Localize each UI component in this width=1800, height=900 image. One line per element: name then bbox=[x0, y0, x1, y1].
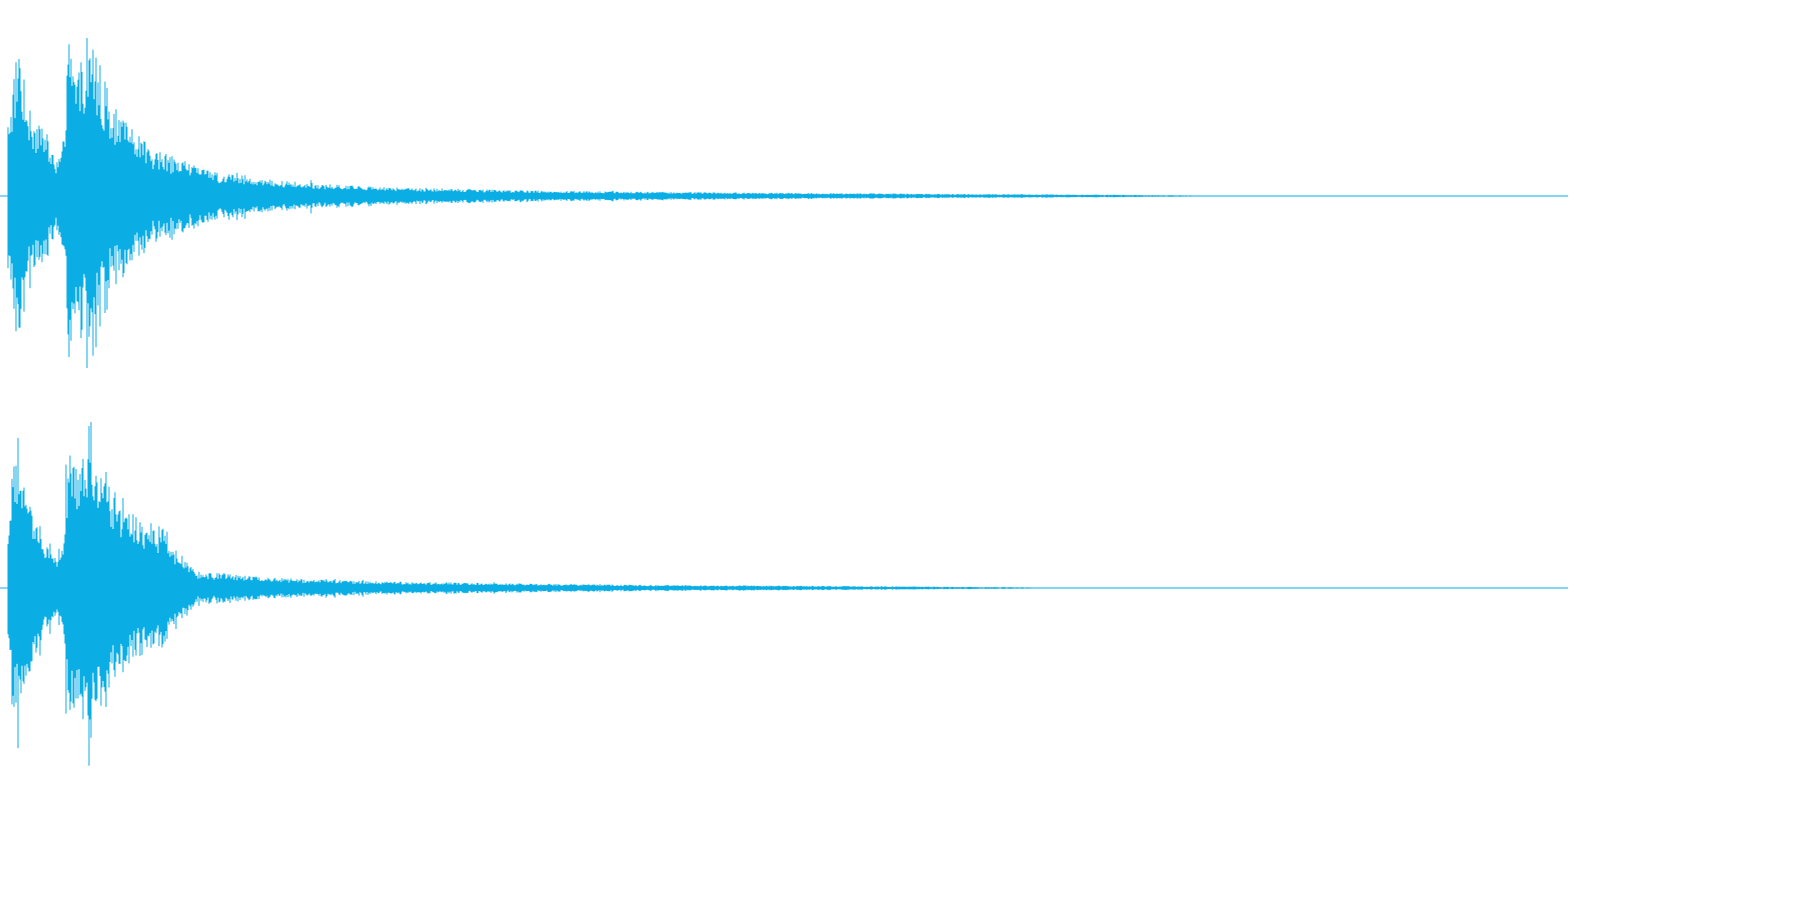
waveform-channel-2-svg bbox=[0, 422, 1568, 766]
waveform-channel-2 bbox=[0, 392, 1568, 784]
waveform-signal bbox=[7, 38, 1195, 368]
waveform-channel-1 bbox=[0, 0, 1568, 392]
waveform-signal bbox=[7, 422, 1070, 766]
waveform-channel-1-svg bbox=[0, 38, 1568, 368]
audio-waveform bbox=[0, 0, 1568, 784]
